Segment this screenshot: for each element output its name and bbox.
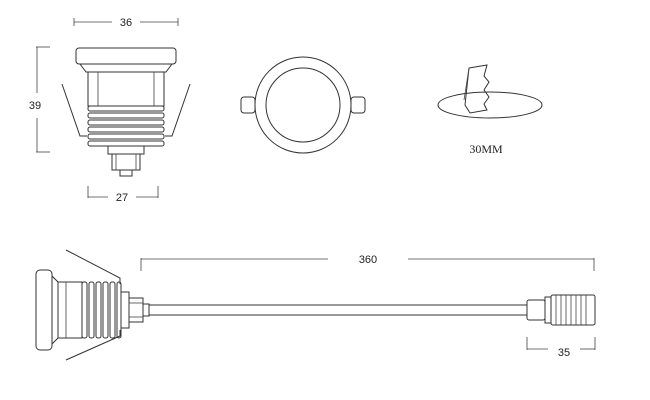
cable-view-heat-sink xyxy=(81,281,122,339)
spring-clips xyxy=(61,83,191,137)
dim-connector-length-label: 35 xyxy=(558,347,570,359)
flange-head xyxy=(75,47,177,73)
cable-view-gland xyxy=(120,291,150,329)
dim-base-width-label: 27 xyxy=(116,192,128,204)
cutout-view: 30MM xyxy=(437,64,543,156)
dim-base-width: 27 xyxy=(87,186,159,204)
dim-cable-length-label: 360 xyxy=(359,254,377,266)
connector xyxy=(526,294,596,326)
cable-view: 360 xyxy=(35,249,596,361)
lamp-body xyxy=(87,71,165,107)
cable-view-body xyxy=(57,281,83,339)
cable-view-spring-clips xyxy=(65,249,121,361)
cable-view-flange xyxy=(35,269,59,351)
cable xyxy=(149,304,527,316)
dim-height: 39 xyxy=(29,46,50,153)
dim-cable-length: 360 xyxy=(140,254,595,271)
top-view xyxy=(240,56,366,154)
dim-connector-length: 35 xyxy=(526,337,596,359)
side-view: 36 39 xyxy=(29,17,191,204)
cutout-label: 30MM xyxy=(469,142,503,156)
cable-gland xyxy=(107,145,145,177)
dim-height-label: 39 xyxy=(29,100,41,112)
heat-sink xyxy=(87,105,165,147)
dim-top-width-label: 36 xyxy=(120,17,132,29)
dim-top-width: 36 xyxy=(73,17,179,29)
